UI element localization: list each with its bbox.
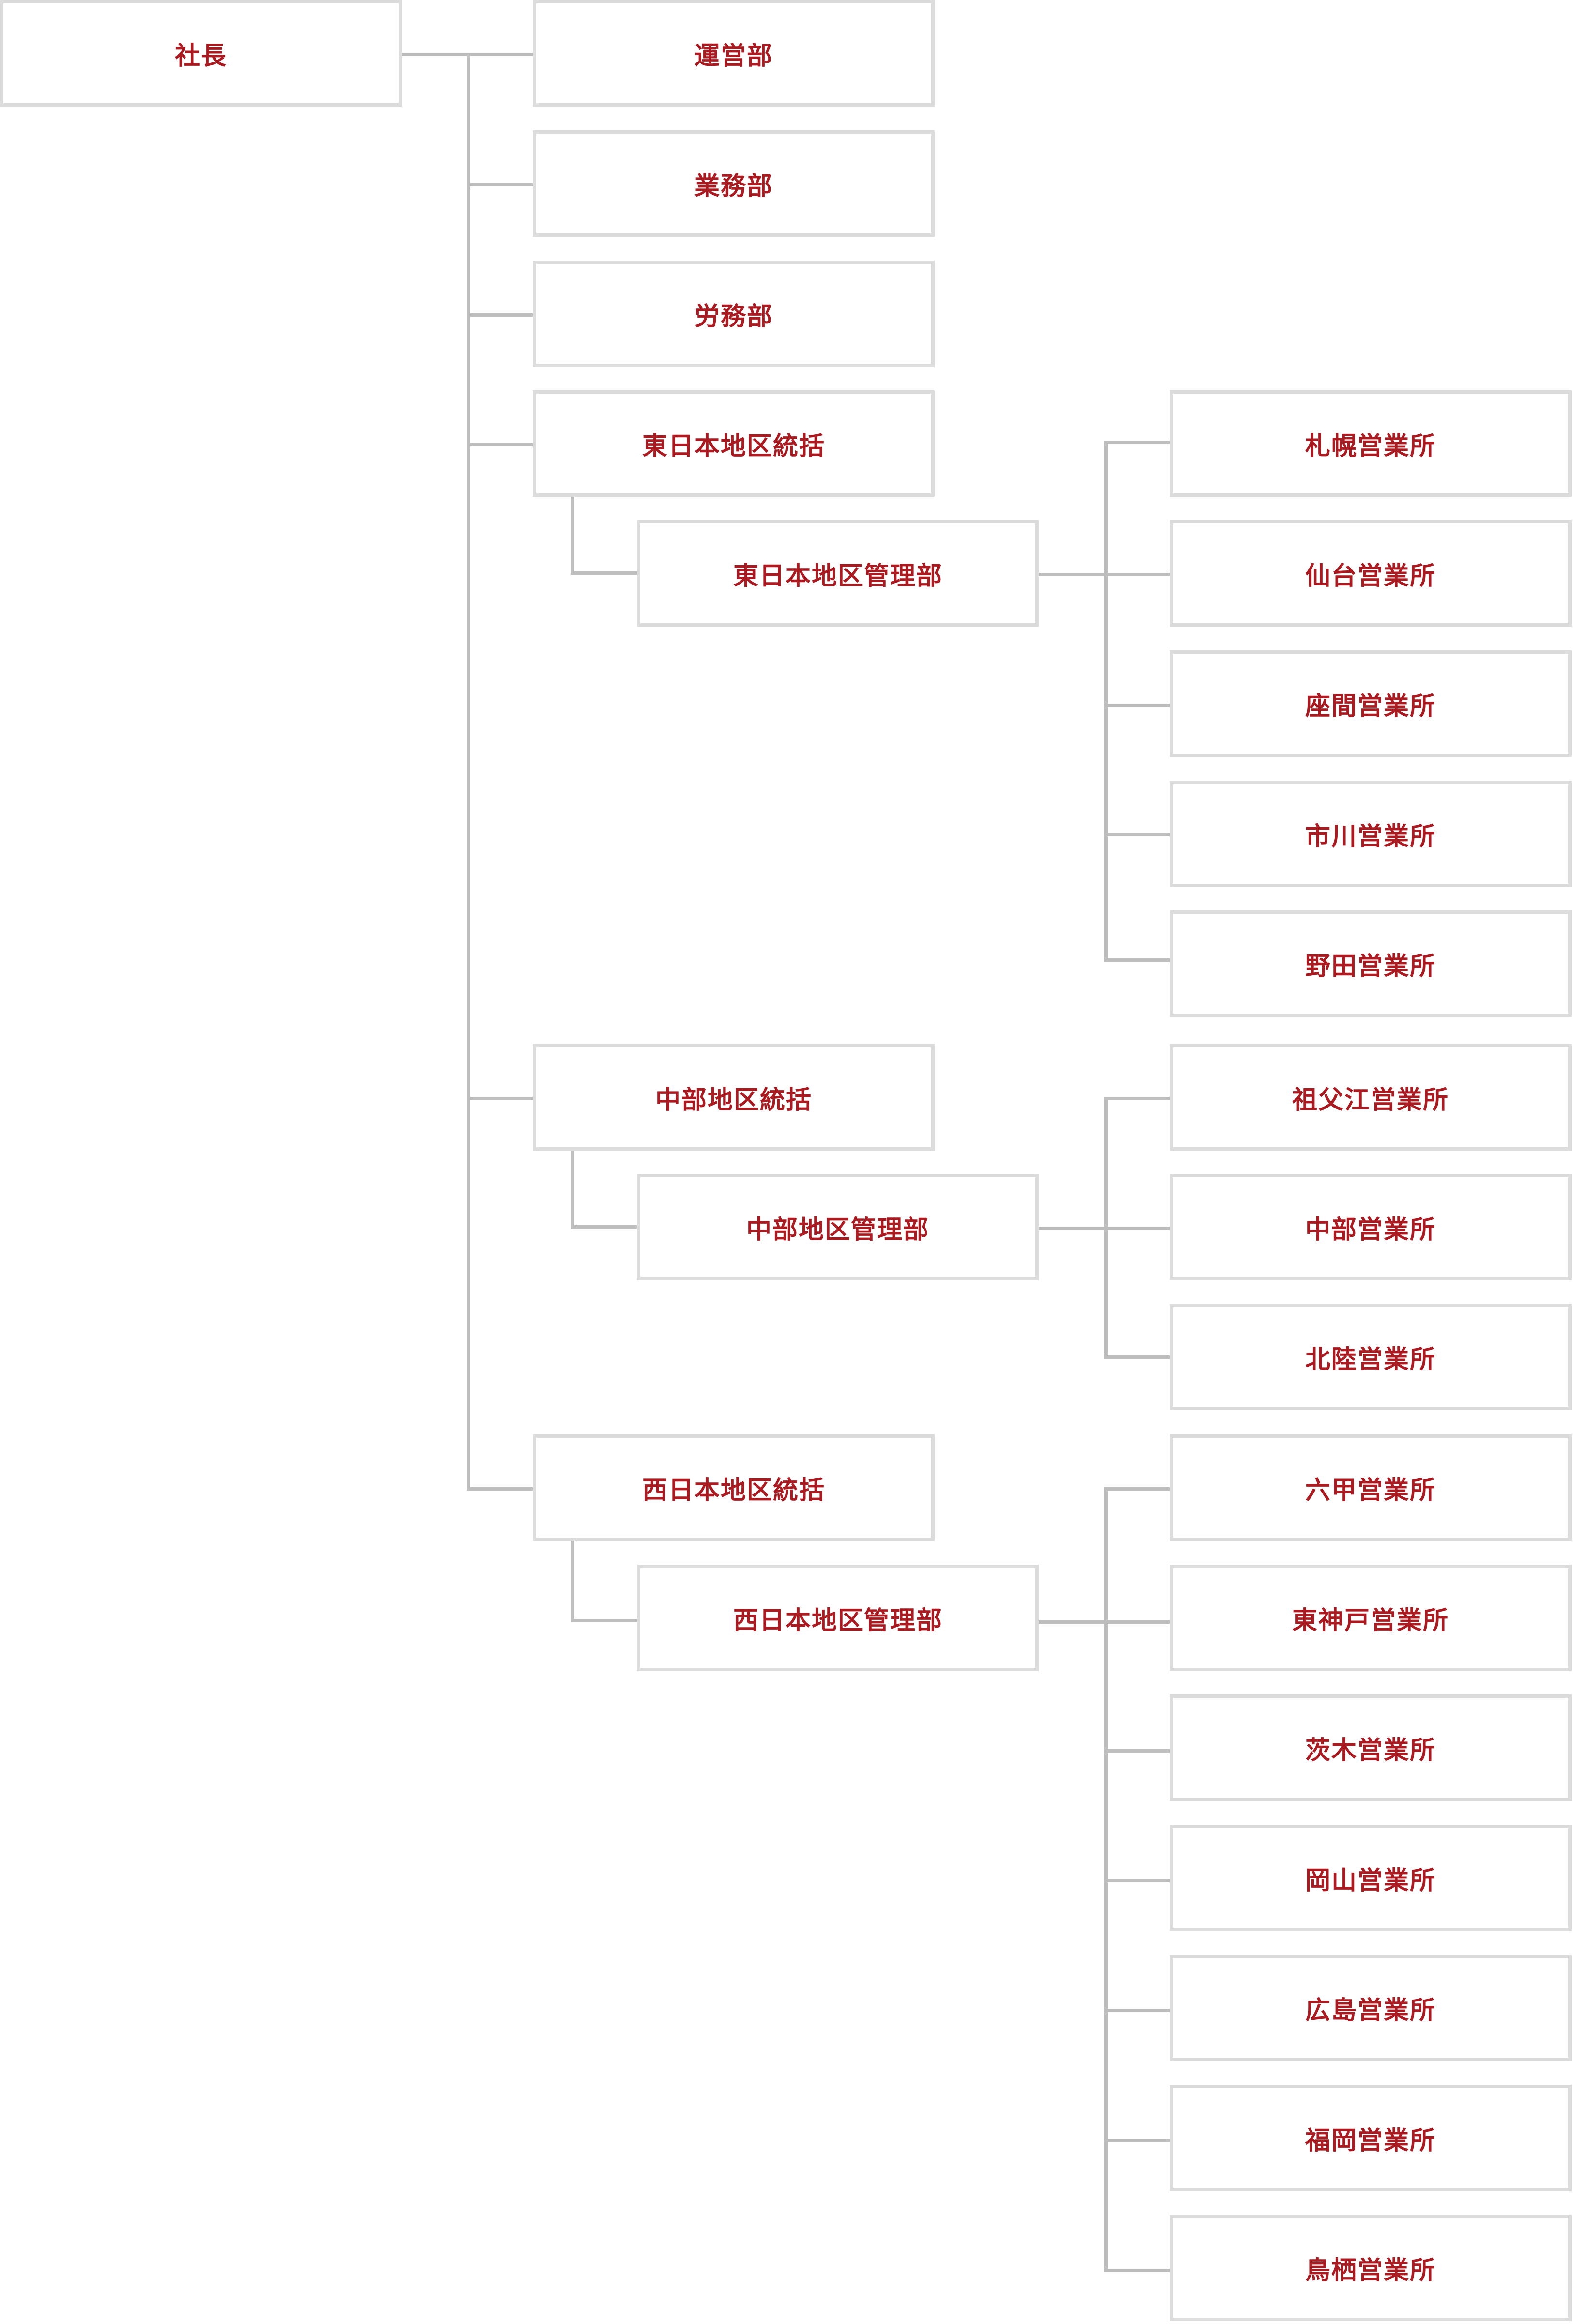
node-label: 座間営業所 <box>1305 692 1436 721</box>
connector <box>571 571 637 575</box>
node-label: 中部地区管理部 <box>746 1215 929 1245</box>
connector <box>1104 704 1170 707</box>
node-department: 労務部 <box>533 261 935 367</box>
connector <box>1104 1749 1170 1753</box>
node-label: 業務部 <box>694 171 773 201</box>
connector <box>467 183 533 186</box>
node-regional-management: 中部地区管理部 <box>637 1174 1039 1280</box>
node-regional-management: 西日本地区管理部 <box>637 1565 1039 1671</box>
node-sales-office: 仙台営業所 <box>1170 520 1572 627</box>
connector <box>1104 1487 1170 1491</box>
connector <box>467 313 533 317</box>
connector <box>467 1487 533 1491</box>
node-sales-office: 福岡営業所 <box>1170 2085 1572 2191</box>
node-label: 東日本地区管理部 <box>733 561 942 591</box>
node-sales-office: 野田営業所 <box>1170 910 1572 1017</box>
node-president: 社長 <box>0 0 402 107</box>
node-label: 福岡営業所 <box>1305 2126 1436 2155</box>
node-region: 中部地区統括 <box>533 1044 935 1151</box>
connector <box>1104 441 1170 444</box>
connector <box>1104 958 1170 962</box>
node-sales-office: 札幌営業所 <box>1170 390 1572 497</box>
node-sales-office: 市川営業所 <box>1170 781 1572 887</box>
node-label: 東日本地区統括 <box>642 431 825 461</box>
node-sales-office: 広島営業所 <box>1170 1955 1572 2061</box>
node-label: 仙台営業所 <box>1305 561 1436 591</box>
connector <box>1104 441 1108 962</box>
connector <box>1104 1097 1170 1100</box>
node-sales-office: 六甲営業所 <box>1170 1434 1572 1541</box>
node-label: 六甲営業所 <box>1305 1476 1436 1505</box>
node-sales-office: 鳥栖営業所 <box>1170 2215 1572 2321</box>
node-label: 中部営業所 <box>1305 1215 1436 1245</box>
connector <box>571 1150 574 1229</box>
node-label: 北陸営業所 <box>1305 1345 1436 1374</box>
node-sales-office: 茨木営業所 <box>1170 1694 1572 1801</box>
node-label: 運営部 <box>694 41 773 71</box>
node-sales-office: 座間営業所 <box>1170 650 1572 757</box>
node-department: 業務部 <box>533 130 935 237</box>
connector <box>467 53 470 1489</box>
node-sales-office: 祖父江営業所 <box>1170 1044 1572 1151</box>
node-label: 祖父江営業所 <box>1292 1085 1449 1115</box>
connector <box>467 443 533 446</box>
node-sales-office: 岡山営業所 <box>1170 1825 1572 1931</box>
connector <box>1104 1097 1108 1359</box>
connector <box>1104 2139 1170 2142</box>
node-label: 東神戸営業所 <box>1292 1606 1449 1635</box>
connector <box>571 1540 574 1622</box>
node-label: 茨木営業所 <box>1305 1736 1436 1765</box>
node-department: 運営部 <box>533 0 935 107</box>
node-label: 野田営業所 <box>1305 952 1436 981</box>
node-sales-office: 中部営業所 <box>1170 1174 1572 1280</box>
node-region: 西日本地区統括 <box>533 1434 935 1541</box>
node-sales-office: 北陸営業所 <box>1170 1304 1572 1410</box>
node-region: 東日本地区統括 <box>533 390 935 497</box>
node-label: 札幌営業所 <box>1305 431 1436 461</box>
connector <box>571 1225 637 1229</box>
node-label: 社長 <box>174 41 227 71</box>
node-regional-management: 東日本地区管理部 <box>637 520 1039 627</box>
node-label: 中部地区統括 <box>655 1085 812 1115</box>
connector <box>571 1619 637 1622</box>
node-label: 西日本地区管理部 <box>733 1606 942 1635</box>
connector <box>1104 833 1170 836</box>
connector <box>1104 2009 1170 2012</box>
node-label: 鳥栖営業所 <box>1305 2256 1436 2285</box>
node-label: 労務部 <box>694 302 773 331</box>
connector <box>1104 1879 1170 1882</box>
node-label: 西日本地区統括 <box>642 1476 825 1505</box>
connector <box>1104 2269 1170 2272</box>
connector <box>467 1097 533 1100</box>
node-label: 広島営業所 <box>1305 1996 1436 2025</box>
node-sales-office: 東神戸営業所 <box>1170 1565 1572 1671</box>
node-label: 市川営業所 <box>1305 822 1436 851</box>
connector <box>1104 1355 1170 1359</box>
connector <box>571 496 574 575</box>
node-label: 岡山営業所 <box>1305 1866 1436 1895</box>
